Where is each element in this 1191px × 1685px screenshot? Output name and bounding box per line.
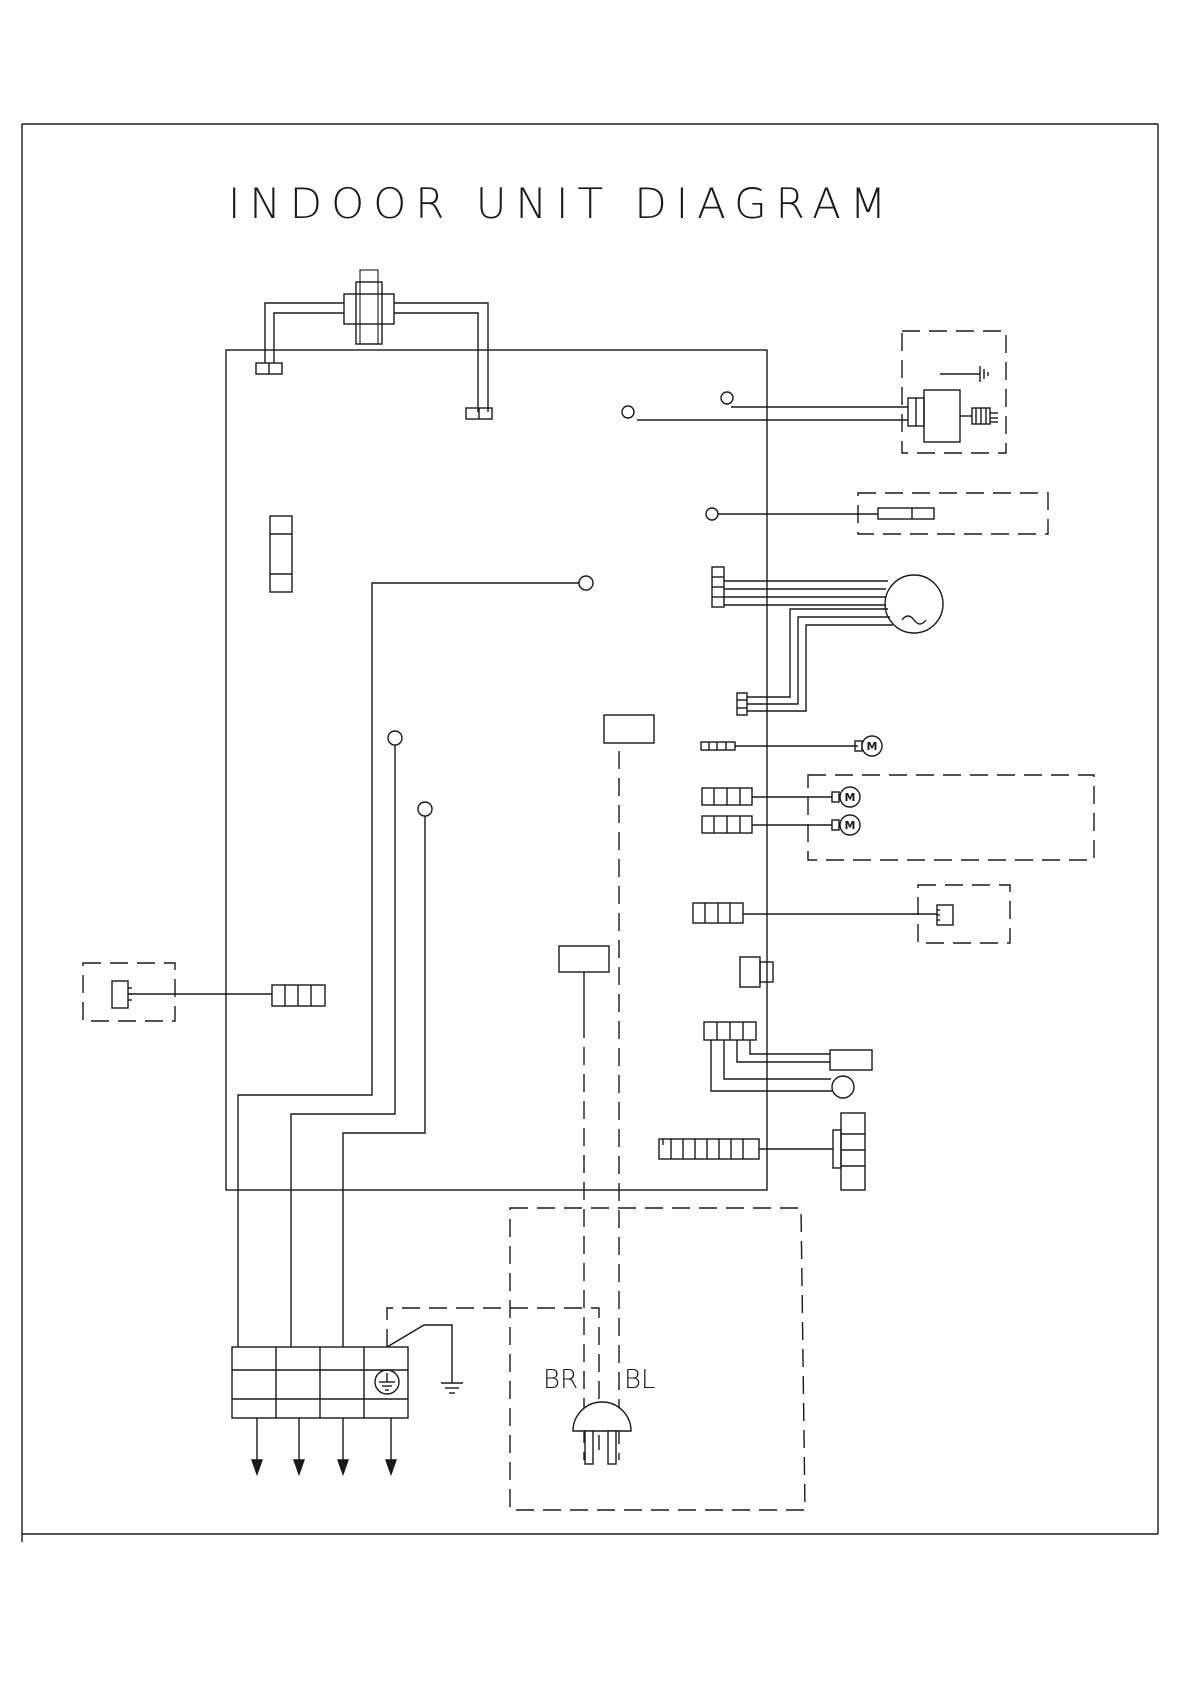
pcb-relay-1 (604, 715, 654, 743)
pcb-small-component (740, 957, 773, 987)
motor-icon: M (855, 736, 882, 756)
svg-text:M: M (845, 791, 856, 804)
arrow-down-icon (386, 1418, 396, 1474)
left-sensor-box (83, 963, 175, 1021)
internal-wire-l3 (343, 816, 425, 1347)
fuse (270, 516, 292, 592)
right-sensor-connector (693, 903, 953, 925)
plug-label-br: BR (543, 1365, 578, 1395)
fan-connector-lower (737, 609, 893, 715)
fan-motor-icon (885, 575, 943, 633)
transformer-icon (908, 390, 998, 442)
pcb-relay-2 (559, 946, 609, 972)
svg-text:M: M (867, 740, 878, 753)
plug-icon (573, 1402, 631, 1464)
motor-icon: M (832, 815, 860, 835)
arrow-down-icon (252, 1418, 262, 1474)
pcb-terminal-5 (388, 731, 402, 745)
left-sensor-connector (112, 981, 325, 1008)
internal-wire-l1 (238, 583, 580, 1347)
diagram-title: INDOOR UNIT DIAGRAM (228, 179, 895, 228)
drawing-frame (22, 124, 1158, 1542)
pcb-terminal-1 (622, 406, 634, 418)
plug-label-bl: BL (624, 1365, 656, 1395)
display-board-connector (659, 1113, 865, 1190)
pcb-terminal-2 (721, 392, 733, 404)
swing-motor-connector-1 (701, 742, 858, 750)
ground-icon (375, 1370, 399, 1394)
arrow-down-icon (294, 1418, 304, 1474)
fan-connector-upper (712, 567, 888, 607)
temperature-sensor-box (712, 493, 1048, 534)
display-sensor-connector (704, 1022, 872, 1098)
pcb-terminal-3 (706, 508, 718, 520)
ground-icon (940, 366, 988, 382)
svg-text:M: M (845, 819, 856, 832)
plug-area-box (510, 1208, 805, 1510)
main-pcb (226, 350, 767, 1190)
pcb-terminal-6 (418, 802, 432, 816)
arrow-down-icon (338, 1418, 348, 1474)
motor-icon: M (832, 787, 860, 807)
pcb-terminal-4 (579, 576, 593, 590)
top-filter-component (256, 270, 492, 419)
ground-icon (441, 1383, 463, 1393)
